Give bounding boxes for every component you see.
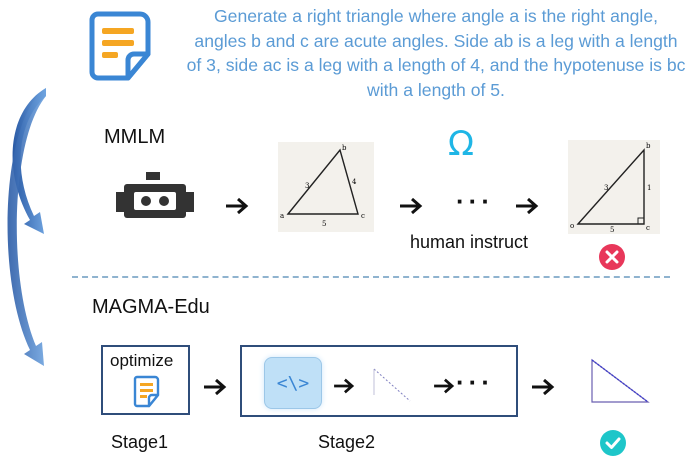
ellipsis-top: ··· (456, 186, 494, 216)
triangle-drawing: o b c 3 1 5 (570, 142, 651, 234)
final-triangle-drawing (591, 358, 650, 403)
section-divider (72, 276, 670, 278)
side-label-4: 4 (352, 178, 357, 186)
side-label-5: 5 (610, 226, 614, 234)
side-label-3: 3 (604, 184, 608, 192)
omega-icon: Ω (448, 124, 474, 164)
triangle-drawing: a b c 3 4 5 (280, 144, 365, 228)
human-instruct-label: human instruct (410, 232, 529, 252)
stage2-box: <\> ··· (240, 345, 518, 417)
generated-triangle-image: a b c 3 4 5 (278, 142, 374, 232)
arrow-right-icon (400, 197, 423, 215)
vertex-c-label: c (646, 224, 650, 232)
stage2-label: Stage2 (318, 432, 376, 452)
optimize-label: optimize (110, 351, 174, 370)
vertex-o-label: o (570, 222, 574, 230)
vertex-b-label: b (646, 142, 651, 150)
ellipsis-bottom: ··· (456, 367, 494, 397)
vertex-c-label: c (361, 212, 365, 220)
arrow-right-icon (516, 197, 539, 215)
arrow-right-icon (334, 378, 355, 394)
arrow-right-icon (434, 378, 455, 394)
prompt-text: Generate a right triangle where angle a … (186, 6, 686, 100)
robot-icon (116, 172, 194, 218)
vertex-b-label: b (342, 144, 347, 152)
stage1-label: Stage1 (111, 432, 169, 452)
arrow-right-icon (204, 378, 227, 396)
document-icon (89, 11, 151, 81)
stage1-box: optimize (101, 345, 190, 415)
magma-edu-title: MAGMA-Edu (92, 296, 210, 318)
side-label-3: 3 (305, 182, 309, 190)
flow-arrows (7, 88, 46, 366)
side-label-5: 5 (322, 220, 326, 228)
arrow-right-icon (226, 197, 249, 215)
arrow-right-icon (532, 378, 555, 396)
triangle-sketch (373, 368, 411, 402)
check-circle-icon (600, 430, 626, 456)
document-icon (133, 375, 160, 408)
code-icon: <\> (264, 357, 322, 409)
final-triangle-image: o b c 3 1 5 (568, 140, 660, 234)
mmlm-title: MMLM (104, 126, 166, 148)
vertex-a-label: a (280, 212, 284, 220)
side-label-1: 1 (647, 184, 651, 192)
x-circle-icon (599, 244, 625, 270)
